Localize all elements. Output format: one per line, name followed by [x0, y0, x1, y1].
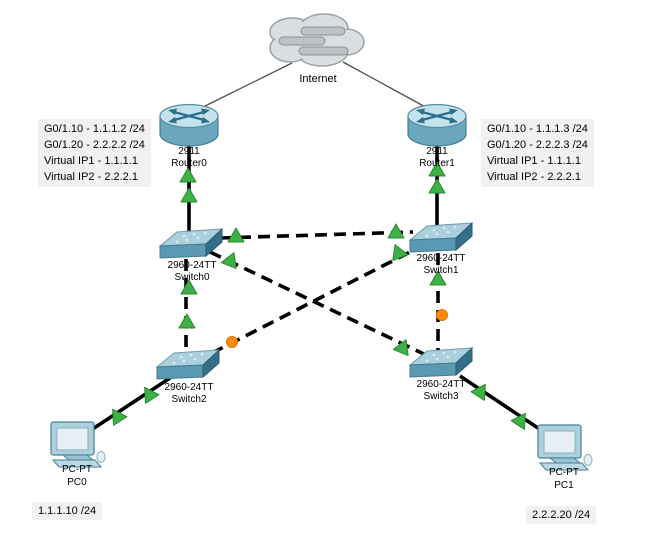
link-status-markers	[112, 161, 526, 430]
switch1-name-label: Switch1	[423, 265, 459, 276]
link-up-icon	[180, 279, 198, 295]
cable-internet-router0[interactable]	[196, 62, 293, 111]
note-line: Virtual IP2 - 2.2.2.1	[44, 171, 138, 183]
cable-switch3-pc1[interactable]	[459, 374, 551, 438]
router1-icon[interactable]	[407, 103, 467, 147]
link-up-icon	[429, 270, 447, 286]
pc0-model-label: PC-PT	[62, 464, 92, 475]
link-up-icon	[510, 412, 526, 430]
note-line: Virtual IP1 - 1.1.1.1	[487, 155, 581, 167]
router1-model-label: 2911	[426, 146, 448, 157]
internet-cloud-label: Internet	[299, 73, 337, 85]
note-line: Virtual IP2 - 2.2.2.1	[487, 171, 581, 183]
switch2-model-label: 2960-24TT	[164, 382, 214, 393]
internet-cloud-icon[interactable]	[269, 13, 365, 67]
router0-name-label: Router0	[171, 158, 207, 169]
pc0-icon[interactable]	[50, 421, 106, 468]
switch2-name-label: Switch2	[171, 394, 207, 405]
link-blocked-icon	[436, 309, 448, 321]
switch3-name-label: Switch3	[423, 391, 459, 402]
cloud-slots	[278, 26, 349, 56]
pc1-name-label: PC1	[554, 480, 574, 491]
note-line: G0/1.20 - 2.2.2.2 /24	[44, 139, 145, 151]
note-line: G0/1.20 - 2.2.2.3 /24	[487, 139, 588, 151]
cable-switch0-switch1[interactable]	[219, 230, 414, 240]
link-up-icon	[179, 167, 197, 183]
router0-model-label: 2911	[178, 146, 200, 157]
router1-name-label: Router1	[419, 158, 455, 169]
pc0-name-label: PC0	[67, 477, 87, 488]
switch2-icon[interactable]	[155, 348, 221, 380]
link-up-icon	[428, 178, 446, 194]
router0-icon[interactable]	[159, 103, 219, 147]
link-up-icon	[387, 223, 405, 239]
pc1-ip-note[interactable]: 2.2.2.20 /24	[526, 506, 597, 524]
switch0-icon[interactable]	[158, 227, 224, 259]
pc1-icon[interactable]	[537, 424, 593, 471]
switch3-model-label: 2960-24TT	[416, 379, 466, 390]
link-blocked-icon	[226, 336, 238, 348]
link-up-icon	[144, 386, 160, 404]
link-up-icon	[112, 408, 128, 426]
pc0-ip-note[interactable]: 1.1.1.10 /24	[32, 502, 103, 520]
link-up-icon	[178, 313, 196, 329]
link-up-icon	[180, 187, 198, 203]
pc1-model-label: PC-PT	[549, 467, 579, 478]
link-up-icon	[470, 383, 486, 401]
router1-info-note[interactable]: G0/1.10 - 1.1.1.3 /24 G0/1.20 - 2.2.2.3 …	[481, 119, 594, 187]
link-up-icon	[392, 244, 409, 262]
switch1-model-label: 2960-24TT	[416, 253, 466, 264]
switch0-name-label: Switch0	[174, 272, 210, 283]
link-up-icon	[227, 227, 245, 243]
link-up-icon	[220, 252, 237, 270]
note-line: G0/1.10 - 1.1.1.2 /24	[44, 123, 145, 135]
cable-switch2-pc0[interactable]	[84, 376, 171, 436]
link-up-icon	[428, 161, 446, 177]
switch0-model-label: 2960-24TT	[167, 260, 217, 271]
cable-internet-router1[interactable]	[342, 61, 430, 110]
note-line: G0/1.10 - 1.1.1.3 /24	[487, 123, 588, 135]
link-up-icon	[392, 339, 409, 357]
cable-switch0-switch3[interactable]	[209, 250, 429, 358]
note-line: Virtual IP1 - 1.1.1.1	[44, 155, 138, 167]
switch1-icon[interactable]	[408, 221, 474, 253]
switch3-icon[interactable]	[408, 346, 474, 378]
router0-info-note[interactable]: G0/1.10 - 1.1.1.2 /24 G0/1.20 - 2.2.2.2 …	[38, 119, 151, 187]
